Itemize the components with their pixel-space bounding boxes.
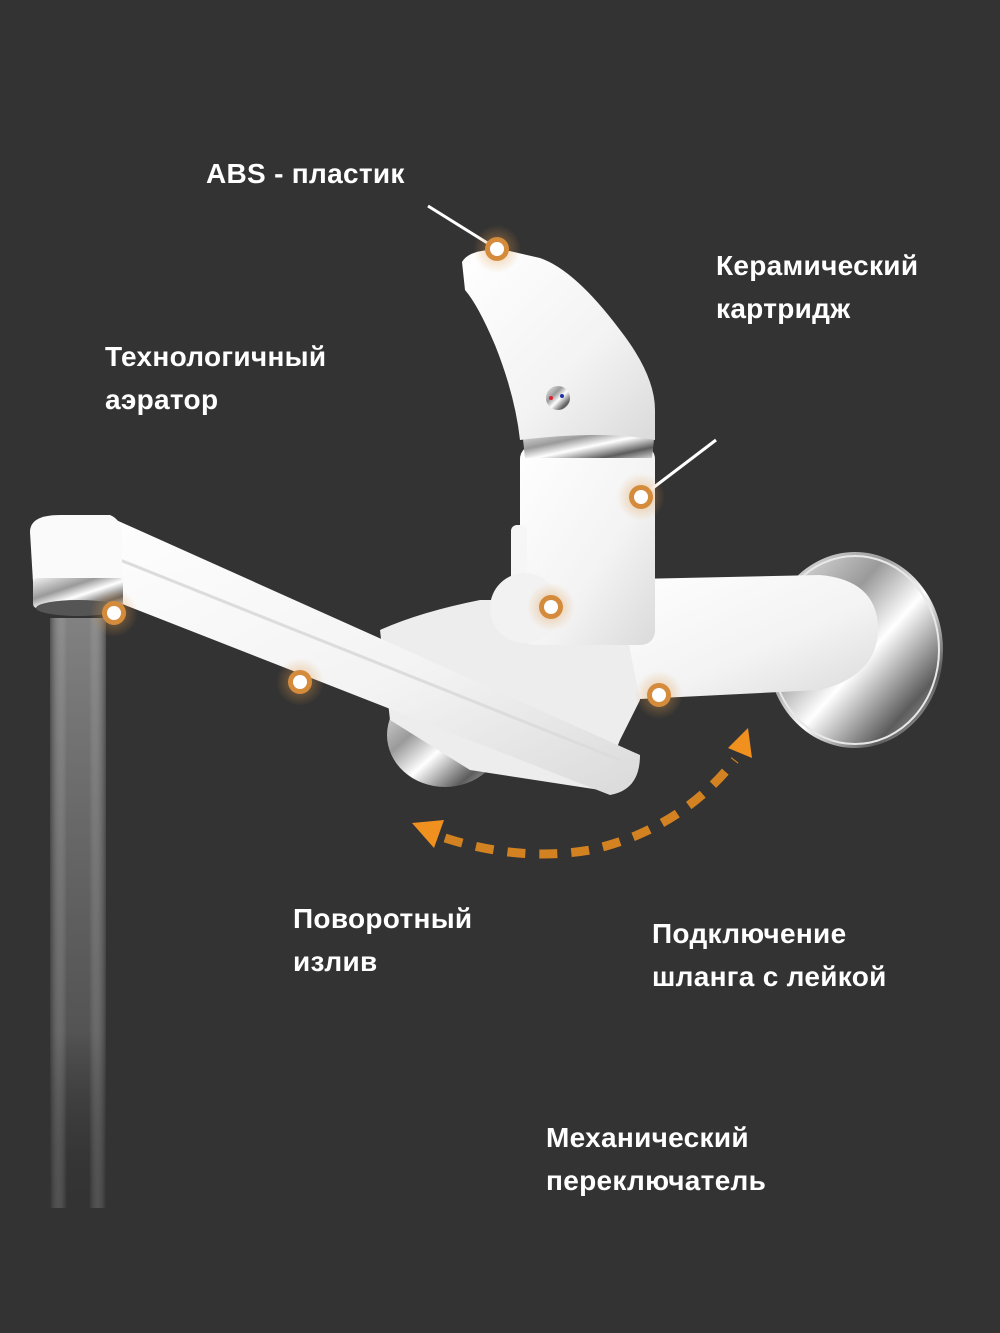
callout-dot-abs [473, 225, 521, 273]
callout-dot-cartridge [617, 473, 665, 521]
callout-label-cartridge: Керамический картридж [716, 250, 919, 324]
aerator-cap [30, 515, 122, 582]
callout-label-aerator: Технологичный аэратор [105, 341, 327, 415]
callout-dot-switch [527, 583, 575, 631]
callout-label-spout: Поворотный излив [293, 903, 473, 977]
callout-dots [90, 225, 683, 719]
callout-dot-spout [276, 658, 324, 706]
callout-dot-aerator [90, 589, 138, 637]
callout-label-hose: Подключение шланга с лейкой [652, 918, 887, 992]
mixer-right-arm [590, 575, 879, 700]
handle-lever [462, 249, 655, 440]
callout-dot-hose [635, 671, 683, 719]
curved-dashed-double-arrow-icon [412, 728, 752, 859]
hot-cold-indicator-icon [546, 386, 570, 410]
callout-label-switch: Механический переключатель [546, 1122, 767, 1196]
callout-label-abs: ABS - пластик [206, 158, 405, 189]
chrome-ring [522, 430, 655, 458]
water-stream [50, 618, 106, 1208]
